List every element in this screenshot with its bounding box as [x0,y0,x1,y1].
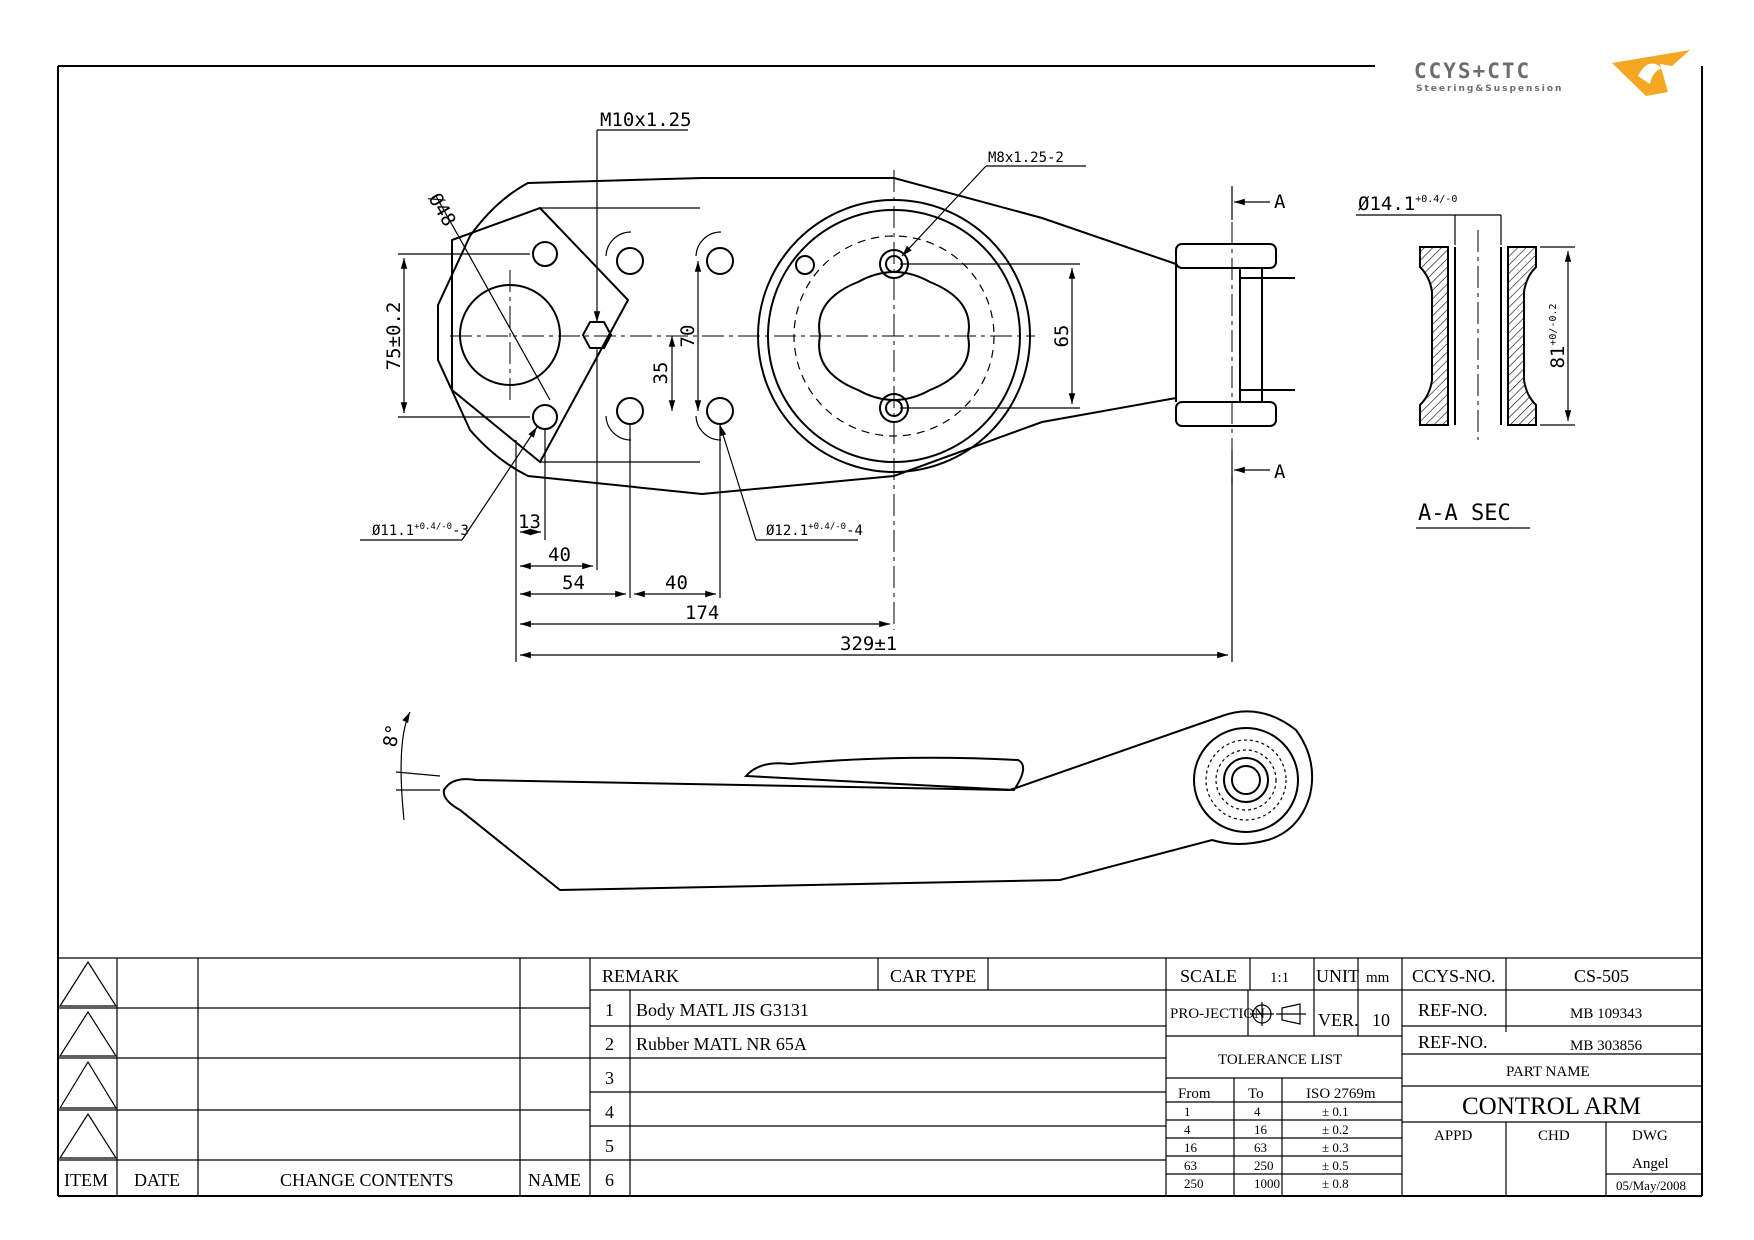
dim-13: 13 [518,511,541,533]
row-num: 4 [605,1102,614,1122]
drawer-name: Angel [1632,1156,1669,1172]
ref-value-2: MB 303856 [1570,1038,1643,1054]
chd-label: CHD [1538,1128,1570,1144]
tolerance-cell: ± 0.3 [1322,1140,1349,1155]
side-outline [442,710,1314,892]
ref-label: REF-NO. [1418,1000,1488,1020]
col-item: ITEM [64,1170,108,1190]
mounting-plate [451,206,630,464]
tolerance-cell: 16 [1254,1122,1268,1137]
unit-value: mm [1366,970,1390,986]
title-block-text: ITEM DATE CHANGE CONTENTS NAME REMARK CA… [64,966,1686,1193]
company-logo: CCYS+CTC Steering&Suspension [1414,50,1690,96]
dim-bush-dia: Ø14.1+0.4/-0 [1358,193,1457,215]
tolerance-title: TOLERANCE LIST [1218,1052,1342,1068]
remark-line: Rubber MATL NR 65A [636,1034,807,1054]
dim-75: 75±0.2 [383,302,405,371]
row-num: 6 [605,1170,614,1190]
tolerance-cell: 250 [1184,1176,1204,1191]
tolerance-cell: 16 [1184,1140,1198,1155]
tol-header: From [1178,1086,1211,1102]
hole-11 [532,404,558,430]
ccys-value: CS-505 [1574,966,1629,986]
bushing-eye [1193,727,1299,833]
ccys-label: CCYS-NO. [1412,966,1496,986]
tolerance-cell: ± 0.8 [1322,1176,1349,1191]
dim-thread-stud: M8x1.25-2 [988,150,1064,166]
side-view: 8° [379,710,1314,892]
row-num: 1 [605,1000,614,1020]
car-type-label: CAR TYPE [890,966,976,986]
tol-header: To [1248,1086,1264,1102]
title-block [58,957,1702,1196]
dim-35: 35 [650,362,672,385]
appd-label: APPD [1434,1128,1473,1144]
tolerance-cell: ± 0.1 [1322,1104,1349,1119]
remark-line: Body MATL JIS G3131 [636,1000,809,1020]
dim-70: 70 [677,325,699,348]
tolerance-cell: 4 [1254,1104,1261,1119]
dim-65: 65 [1051,325,1073,348]
dim-40a: 40 [548,544,571,566]
bushing-end [1175,243,1277,269]
dim-angle: 8° [379,723,405,749]
dim-329: 329±1 [840,633,897,655]
projection-label: PRO-JECTION [1170,1006,1265,1022]
tolerance-cell: 63 [1254,1140,1267,1155]
dim-hole-small: Ø11.1+0.4/-0-3 [372,522,469,539]
dimensions-top: 75±0.2 70 35 65 Ø48 M10x1.25 M8x1.25-2 Ø… [360,109,1286,662]
ref-value-1: MB 109343 [1570,1006,1642,1022]
arm-outline [437,177,1177,496]
row-num: 3 [605,1068,614,1088]
svg-text:Steering&Suspension: Steering&Suspension [1416,84,1563,94]
scale-label: SCALE [1180,966,1237,986]
dim-bore: Ø48 [424,190,460,231]
dwg-label: DWG [1632,1128,1668,1144]
dim-40b: 40 [665,572,688,594]
col-date: DATE [134,1170,180,1190]
top-view [437,170,1295,630]
tolerance-cell: 250 [1254,1158,1274,1173]
tolerance-cell: 1 [1184,1104,1191,1119]
part-name: CONTROL ARM [1462,1093,1641,1120]
scale-value: 1:1 [1270,970,1289,986]
row-num: 2 [605,1034,614,1054]
hole-11 [532,241,558,267]
tolerance-cell: ± 0.2 [1322,1122,1349,1137]
dim-174: 174 [685,602,719,624]
part-name-label: PART NAME [1506,1064,1590,1080]
tol-header: ISO 2769m [1306,1086,1376,1102]
ref-label: REF-NO. [1418,1032,1488,1052]
unit-label: UNIT [1316,966,1359,986]
hex-nut-icon [581,321,613,349]
tolerance-cell: 4 [1184,1122,1191,1137]
remark-label: REMARK [602,966,679,986]
col-contents: CHANGE CONTENTS [280,1170,454,1190]
section-aa-view: Ø14.1+0.4/-0 81+0/-0.2 A-A SEC [1356,193,1575,529]
ver-value: 10 [1372,1010,1390,1030]
drawing-date: 05/May/2008 [1616,1178,1686,1193]
dim-bush-len: 81+0/-0.2 [1547,303,1569,368]
section-title: A-A SEC [1418,501,1511,526]
ver-label: VER. [1318,1010,1359,1030]
tolerance-rows: 1 4 ± 0.1 4 16 ± 0.2 16 63 ± 0.3 63 250 ± 0.5 250 100… [1184,1104,1349,1191]
col-name: NAME [528,1170,581,1190]
hole-small [795,255,815,275]
section-mark-bottom: A [1274,461,1286,483]
dim-54: 54 [562,572,585,594]
svg-text:CCYS+CTC: CCYS+CTC [1414,59,1531,83]
dim-hole-large: Ø12.1+0.4/-0-4 [766,522,863,539]
tolerance-cell: ± 0.5 [1322,1158,1349,1173]
tolerance-cell: 63 [1184,1158,1197,1173]
tolerance-cell: 1000 [1254,1176,1280,1191]
dim-thread-main: M10x1.25 [600,109,692,131]
section-mark-top: A [1274,191,1286,213]
row-num: 5 [605,1136,614,1156]
